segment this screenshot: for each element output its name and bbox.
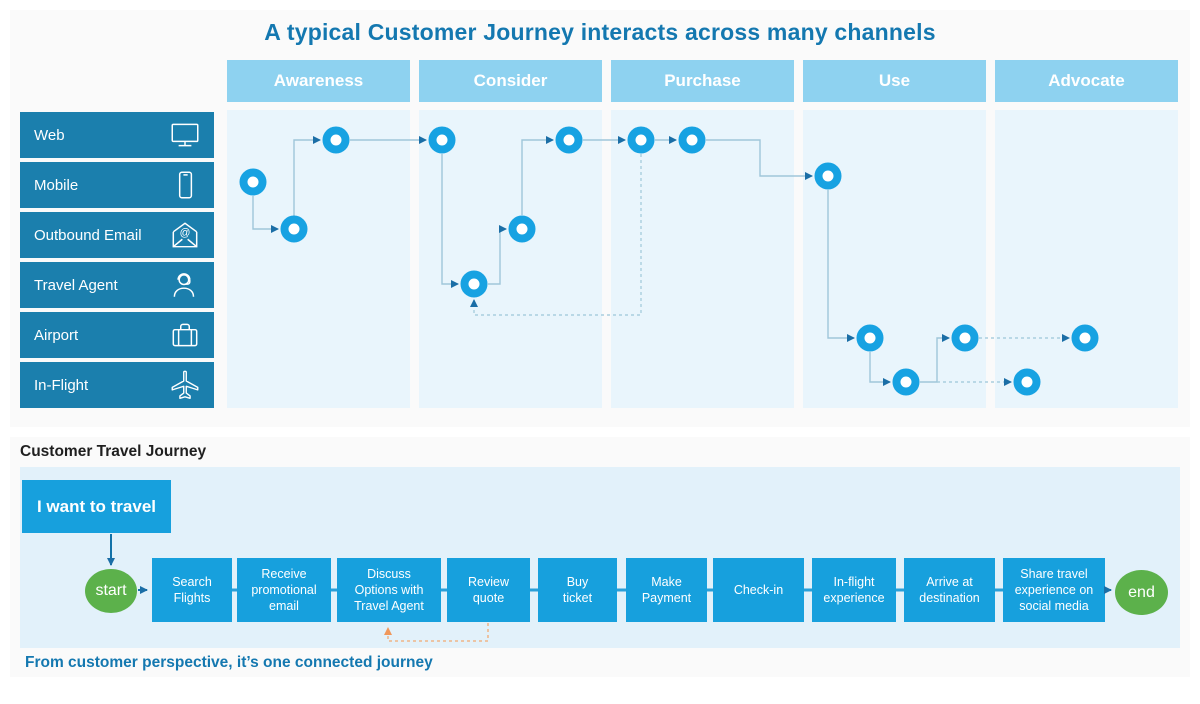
stage-header-awareness: Awareness [227,60,410,102]
journey-step: Search Flights [152,558,232,622]
journey-start-node: start [85,569,137,613]
agent-headset-icon [173,273,195,297]
channel-label: Airport [34,326,79,344]
channel-row-travel-agent: Travel Agent [20,262,214,308]
stage-header-purchase: Purchase [611,60,794,102]
suitcase-icon [172,323,198,347]
svg-text:@: @ [180,227,191,239]
channel-row-web: Web [20,112,214,158]
stage-column-use [803,110,986,408]
monitor-icon [171,123,199,147]
channel-label: Web [34,126,65,144]
journey-step: Check-in [713,558,804,622]
page-title: A typical Customer Journey interacts acr… [264,19,936,45]
journey-step: In-flight experience [812,558,896,622]
channel-row-mobile: Mobile [20,162,214,208]
stage-header-use: Use [803,60,986,102]
journey-step: Discuss Options with Travel Agent [337,558,441,622]
journey-end-node: end [1115,570,1168,615]
airplane-icon [171,370,199,399]
stage-column-advocate [995,110,1178,408]
journey-step: Receive promotional email [237,558,331,622]
channel-label: Mobile [34,176,79,194]
channel-row-outbound-email: Outbound Email @ [20,212,214,258]
channel-row-airport: Airport [20,312,214,358]
stage-column-purchase [611,110,794,408]
journey-step: Buy ticket [538,558,617,622]
journey-step: Make Payment [626,558,707,622]
stage-header-advocate: Advocate [995,60,1178,102]
channel-label: Travel Agent [34,276,118,294]
channel-label: Outbound Email [34,226,142,244]
stage-header-consider: Consider [419,60,602,102]
journey-step: Review quote [447,558,530,622]
stage-column-awareness [227,110,410,408]
journey-heading: Customer Travel Journey [20,443,207,460]
email-icon: @ [172,222,198,248]
journey-step: Share travel experience on social media [1003,558,1105,622]
journey-trigger-box: I want to travel [22,480,171,533]
smartphone-icon [178,171,193,199]
stage-column-consider [419,110,602,408]
channel-label: In-Flight [34,376,89,394]
journey-step: Arrive at destination [904,558,995,622]
channel-row-in-flight: In-Flight [20,362,214,408]
journey-caption: From customer perspective, it’s one conn… [25,654,433,671]
